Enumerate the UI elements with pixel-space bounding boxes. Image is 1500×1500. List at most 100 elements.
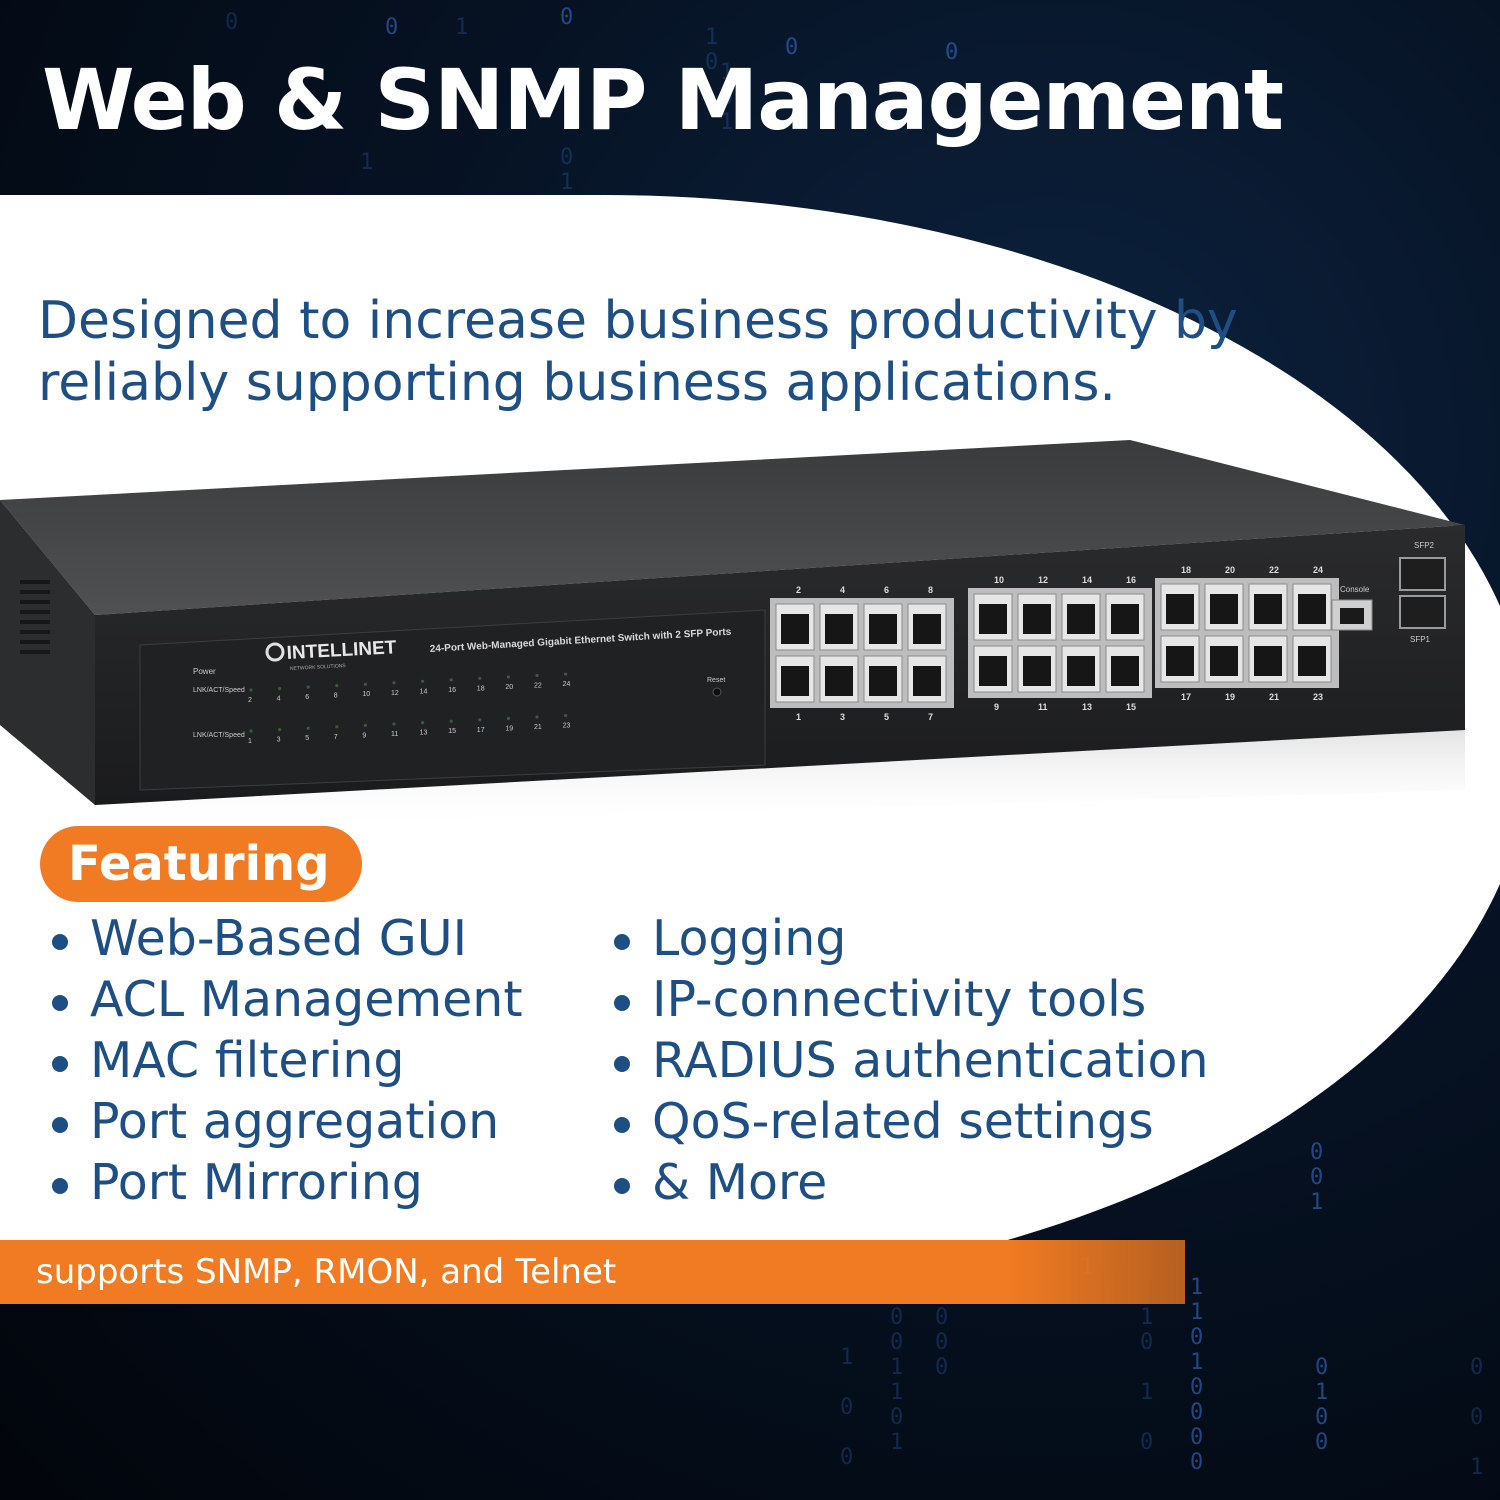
led-port-label: 9 xyxy=(362,732,366,739)
port-number-label: 23 xyxy=(1313,692,1323,702)
port-number-label: 15 xyxy=(1126,702,1136,712)
switch-reflection xyxy=(95,730,1465,830)
port-number-label: 6 xyxy=(884,585,889,595)
bullet-icon xyxy=(614,994,630,1011)
svg-text:Power: Power xyxy=(193,667,216,676)
led-port-label: 17 xyxy=(477,727,485,734)
bullet-icon xyxy=(52,1177,68,1194)
tagline: Designed to increase business productivi… xyxy=(38,291,1238,413)
rj45-socket xyxy=(825,666,853,696)
led-port-label: 22 xyxy=(534,683,542,690)
rj45-socket xyxy=(1298,594,1326,624)
list-item: & More xyxy=(610,1152,1209,1213)
led-port-label: 11 xyxy=(391,731,398,738)
rj45-socket xyxy=(825,614,853,644)
led-indicator xyxy=(506,716,510,720)
sfp2-port xyxy=(1399,557,1446,591)
led-indicator xyxy=(249,729,253,733)
rj45-socket xyxy=(1166,594,1194,624)
vent-icon xyxy=(20,580,50,654)
intellinet-logo-icon xyxy=(265,642,285,662)
rj45-socket xyxy=(913,614,941,644)
led-indicator xyxy=(449,719,453,723)
port-number-label: 14 xyxy=(1082,575,1092,585)
led-indicator xyxy=(335,725,339,729)
svg-text:Reset: Reset xyxy=(707,677,725,684)
svg-text:Console: Console xyxy=(1340,585,1370,594)
rj45-socket xyxy=(1210,594,1238,624)
list-item: Port aggregation xyxy=(48,1091,523,1152)
feature-list-left: Web-Based GUI ACL Management MAC filteri… xyxy=(48,908,523,1213)
svg-text:SFP1: SFP1 xyxy=(1410,635,1431,644)
led-indicator xyxy=(306,726,310,730)
port-number-label: 1 xyxy=(796,712,801,722)
led-port-label: 18 xyxy=(477,685,485,692)
led-indicator xyxy=(278,686,282,691)
port-number-label: 2 xyxy=(796,585,801,595)
led-port-label: 15 xyxy=(448,728,456,735)
led-port-label: 2 xyxy=(248,697,252,704)
led-indicator xyxy=(478,718,482,722)
port-number-label: 9 xyxy=(994,702,999,712)
led-indicator xyxy=(478,676,482,680)
rj45-socket xyxy=(913,666,941,696)
port-number-label: 19 xyxy=(1225,692,1235,702)
led-indicator xyxy=(306,685,310,689)
led-port-label: 14 xyxy=(420,688,428,695)
port-number-label: 10 xyxy=(994,575,1004,585)
led-indicator xyxy=(421,679,425,683)
svg-text:NETWORK SOLUTIONS: NETWORK SOLUTIONS xyxy=(290,663,347,672)
rj45-socket xyxy=(1111,604,1139,634)
rj45-socket xyxy=(1111,656,1139,686)
rj45-socket xyxy=(979,656,1007,686)
sfp1-port xyxy=(1399,595,1446,629)
led-indicator xyxy=(535,673,539,678)
led-port-label: 20 xyxy=(505,684,513,691)
list-item: Logging xyxy=(610,908,1209,969)
svg-text:LNK/ACT/Speed: LNK/ACT/Speed xyxy=(193,732,245,739)
rj45-socket xyxy=(1298,646,1326,676)
led-indicator xyxy=(335,684,339,688)
svg-text:SFP2: SFP2 xyxy=(1414,541,1435,550)
footer-text: supports SNMP, RMON, and Telnet xyxy=(36,1252,617,1292)
bullet-icon xyxy=(52,994,68,1011)
list-item: MAC filtering xyxy=(48,1030,523,1091)
led-indicator xyxy=(421,721,425,725)
port-number-label: 18 xyxy=(1181,565,1191,575)
rj45-socket xyxy=(1166,646,1194,676)
port-number-label: 17 xyxy=(1181,692,1191,702)
led-port-label: 4 xyxy=(277,696,281,703)
footer-banner: supports SNMP, RMON, and Telnet xyxy=(0,1240,1185,1304)
port-number-label: 11 xyxy=(1038,702,1048,712)
port-number-label: 24 xyxy=(1313,565,1323,575)
led-indicator xyxy=(363,723,367,727)
led-port-label: 24 xyxy=(563,681,571,688)
list-item: IP-connectivity tools xyxy=(610,969,1209,1030)
port-number-label: 8 xyxy=(928,585,933,595)
rj45-socket xyxy=(1210,646,1238,676)
featuring-badge: Featuring xyxy=(40,826,362,902)
port-number-label: 4 xyxy=(840,585,845,595)
led-indicator xyxy=(535,715,539,719)
bullet-icon xyxy=(52,933,68,950)
led-indicator xyxy=(449,678,453,682)
led-port-label: 21 xyxy=(534,724,542,731)
led-port-label: 12 xyxy=(391,690,399,697)
port-number-label: 13 xyxy=(1082,702,1092,712)
list-item: RADIUS authentication xyxy=(610,1030,1209,1091)
rj45-socket xyxy=(1254,646,1282,676)
list-item: QoS-related settings xyxy=(610,1091,1209,1152)
switch-top-panel xyxy=(0,440,1465,615)
reset-button xyxy=(712,687,722,697)
led-port-label: 19 xyxy=(505,725,513,732)
led-port-label: 3 xyxy=(277,737,281,744)
rj45-socket xyxy=(781,614,809,644)
port-number-label: 3 xyxy=(840,712,845,722)
port-number-label: 21 xyxy=(1269,692,1279,702)
bullet-icon xyxy=(614,1055,630,1072)
led-port-label: 10 xyxy=(362,691,370,698)
led-indicator xyxy=(278,728,282,732)
rj45-socket xyxy=(869,614,897,644)
